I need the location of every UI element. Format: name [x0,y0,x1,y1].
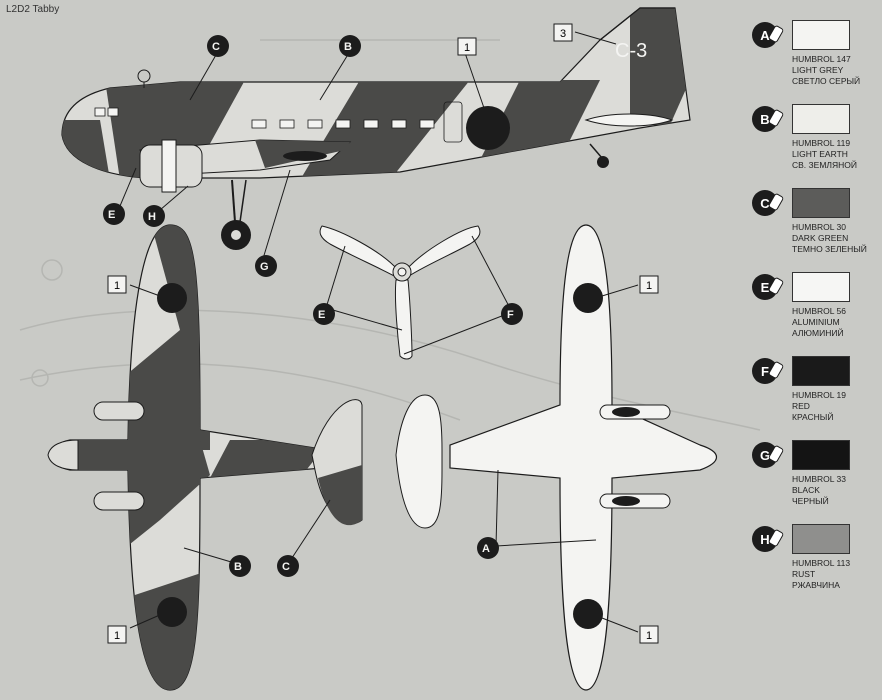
letter-markers: C B E H G E F B C A [103,35,523,577]
marker-side-g: G [255,255,277,277]
marker-prop-e: E [313,303,335,325]
legend-line1: HUMBROL 30 [792,222,847,232]
legend-line3: АЛЮМИНИЙ [792,328,844,338]
legend-line2: RED [792,401,810,411]
page-title: L2D2 Tabby [6,4,60,15]
legend-badge-a: A [752,22,778,48]
legend-line1: HUMBROL 119 [792,138,851,148]
callout-number: 1 [114,630,120,642]
callout-number: 1 [464,42,470,54]
svg-text:E: E [108,209,115,221]
legend-line2: LIGHT GREY [792,65,844,75]
svg-text:B: B [234,561,242,573]
legend-line3: СВЕТЛО СЕРЫЙ [792,76,861,86]
legend-line2: LIGHT EARTH [792,149,848,159]
svg-text:B: B [344,41,352,53]
legend-line1: HUMBROL 19 [792,390,847,400]
callout-number: 3 [560,28,566,40]
callout-box-1-side: 1 [457,37,477,56]
marker-top-c: C [277,555,299,577]
callout-number: 1 [646,280,652,292]
marker-prop-f: F [501,303,523,325]
top-view-aircraft [47,224,363,691]
marker-side-h: H [143,205,165,227]
callout-box-1-top-lower: 1 [107,625,127,644]
legend-swatch-h [792,524,850,554]
legend-line2: RUST [792,569,816,579]
legend-badge-g: G [752,442,778,468]
svg-text:E: E [318,309,325,321]
hinomaru-side [466,106,510,150]
legend-line3: СВ. ЗЕМЛЯНОЙ [792,160,857,170]
legend-line1: HUMBROL 56 [792,306,847,316]
callout-box-1-bottom-upper: 1 [639,275,659,294]
svg-text:A: A [482,543,490,555]
callout-number: 1 [646,630,652,642]
callout-box-3-tail: 3 [553,23,573,42]
marker-side-e: E [103,203,125,225]
marker-bottom-a: A [477,537,499,559]
side-view-aircraft: C-3 [61,7,691,250]
legend-line3: РЖАВЧИНА [792,580,840,590]
svg-text:C: C [282,561,290,573]
svg-text:G: G [260,261,269,273]
legend-line3: ТЕМНО ЗЕЛЕНЫЙ [792,244,867,254]
legend-badge-c: C [752,190,778,216]
svg-text:H: H [148,211,156,223]
legend-swatch-e [792,272,850,302]
legend-line1: HUMBROL 147 [792,54,851,64]
legend-swatch-a [792,20,850,50]
legend-line3: КРАСНЫЙ [792,412,834,422]
legend-swatch-b [792,104,850,134]
legend-badge-f: F [752,358,778,384]
svg-text:F: F [507,309,514,321]
legend-line2: DARK GREEN [792,233,849,243]
bottom-view-aircraft [395,224,718,691]
legend-swatch-f [792,356,850,386]
marker-side-b: B [339,35,361,57]
legend-line2: ALUMINIUM [792,317,840,327]
legend-badge-e: E [752,274,778,300]
callout-boxes: 1 3 1 1 1 1 [107,23,659,644]
legend-line3: ЧЕРНЫЙ [792,496,829,506]
marker-top-b: B [229,555,251,577]
svg-text:C: C [212,41,220,53]
legend-swatch-g [792,440,850,470]
legend-line1: HUMBROL 33 [792,474,847,484]
legend-line1: HUMBROL 113 [792,558,851,568]
propeller-view [319,225,481,360]
callout-number: 1 [114,280,120,292]
legend-swatch-c [792,188,850,218]
callout-box-1-bottom-lower: 1 [639,625,659,644]
leader-lines [119,31,639,633]
marker-side-c: C [207,35,229,57]
fuselage-code: C-3 [615,40,647,62]
legend-badge-b: B [752,106,778,132]
legend-line2: BLACK [792,485,820,495]
callout-box-1-top-upper: 1 [107,275,127,294]
legend-badge-h: H [752,526,778,552]
